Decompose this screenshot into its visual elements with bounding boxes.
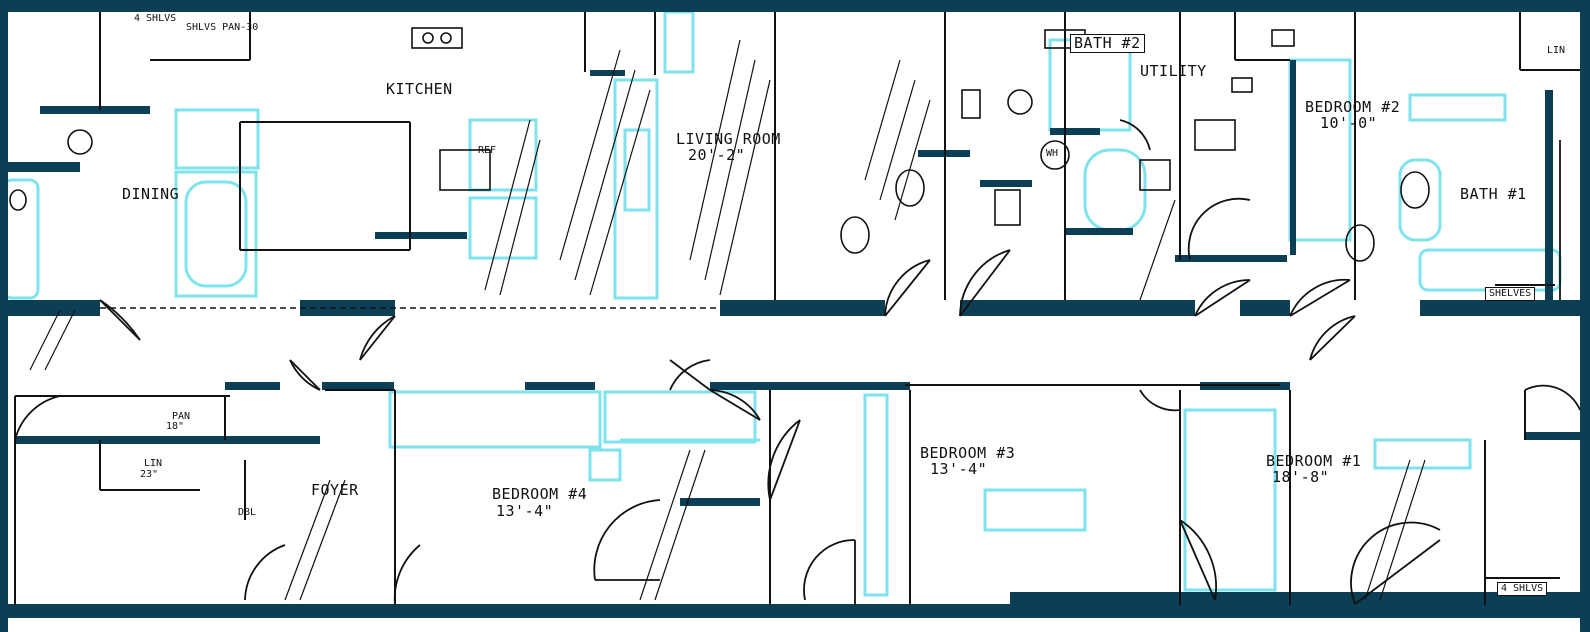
hatching bbox=[29, 39, 1426, 601]
partitions bbox=[14, 12, 1580, 605]
bedroom-2-dim: 10'-0" bbox=[1320, 114, 1378, 132]
shelves-top-label: 4 SHLVS bbox=[134, 13, 177, 24]
shelves-label: SHELVES bbox=[1485, 287, 1536, 301]
living-room-dim: 20'-2" bbox=[688, 146, 746, 164]
bedroom-1-dim: 18'-8" bbox=[1272, 468, 1330, 486]
bath-1-label: BATH #1 bbox=[1460, 185, 1527, 203]
bath-2-label: BATH #2 bbox=[1070, 34, 1145, 53]
linen-label: LIN bbox=[144, 458, 163, 469]
living-room-label: LIVING ROOM bbox=[676, 130, 781, 148]
refrigerator-label: REF bbox=[478, 145, 497, 156]
shelves-pantry-label: SHLVS PAN-30 bbox=[186, 22, 259, 33]
linen-size-label: 23" bbox=[140, 469, 159, 480]
linen-right-label: LIN bbox=[1547, 45, 1566, 56]
shelves-bottom-label: 4 SHLVS bbox=[1497, 582, 1548, 596]
utility-label: UTILITY bbox=[1140, 62, 1207, 80]
pantry-label: PAN bbox=[172, 411, 191, 422]
pantry-size-label: 18" bbox=[166, 421, 185, 432]
bedroom-4-label: BEDROOM #4 bbox=[492, 485, 588, 503]
dining-label: DINING bbox=[122, 185, 180, 203]
bedroom-2-label: BEDROOM #2 bbox=[1305, 98, 1401, 116]
door-swings bbox=[14, 119, 1581, 606]
bedroom-4-dim: 13'-4" bbox=[496, 502, 554, 520]
bedroom-3-dim: 13'-4" bbox=[930, 460, 988, 478]
kitchen-label: KITCHEN bbox=[386, 80, 453, 98]
bedroom-3-label: BEDROOM #3 bbox=[920, 444, 1016, 462]
bedroom-1-label: BEDROOM #1 bbox=[1266, 452, 1362, 470]
double-closet-label: DBL bbox=[238, 507, 257, 518]
water-heater-label: WH bbox=[1046, 148, 1059, 159]
foyer-label: FOYER bbox=[311, 481, 359, 499]
